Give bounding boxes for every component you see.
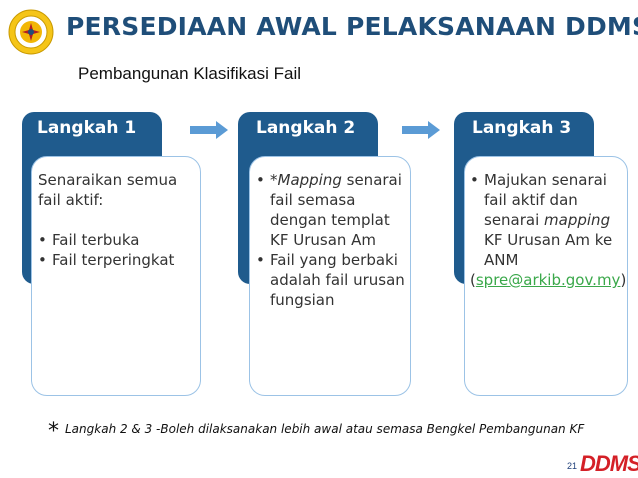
ddms-logo: DDMS [580,451,638,476]
right-arrow-icon [402,121,440,139]
step-3-bullet-emphasis: mapping [544,211,611,229]
step-2-bullet-text: Fail yang berbaki adalah fail urusan fun… [270,251,405,309]
page-title: PERSEDIAAN AWAL PELAKSANAAN DDMS [66,12,638,41]
step-2-label: Langkah 2 [256,118,356,138]
right-arrow-icon [190,121,228,139]
step-2-bullet: *Mapping senarai fail semasa dengan temp… [256,170,410,250]
step-3-content: Majukan senarai fail aktif dan senarai m… [470,170,626,290]
step-3-bullet-text: Majukan senarai fail aktif dan senarai [484,171,607,229]
step-2-bullet: Fail yang berbaki adalah fail urusan fun… [256,250,410,310]
step-3-bullet-text: KF Urusan Am ke ANM [484,231,613,269]
step-1-label: Langkah 1 [37,118,137,138]
step-2-content: *Mapping senarai fail semasa dengan temp… [256,170,410,310]
step-1-card [31,156,201,396]
open-paren: ( [470,271,476,289]
step-1-content: Senaraikan semua fail aktif: Fail terbuk… [38,170,198,270]
step-2-bullet-emphasis: *Mapping [270,171,342,189]
step-3-label: Langkah 3 [472,118,572,138]
step-1-intro: Senaraikan semua fail aktif: [38,171,178,209]
footnote-text: Langkah 2 & 3 -Boleh dilaksanakan lebih … [65,422,585,436]
page-number: 21 [567,461,578,471]
page-subtitle: Pembangunan Klasifikasi Fail [78,64,302,83]
step-3-email-line: (spre@arkib.gov.my) [470,270,626,290]
arkib-negara-seal-logo [8,9,54,55]
step-1-bullet: Fail terbuka [38,230,198,250]
step-2-bullet-text: senarai fail semasa dengan templat KF Ur… [270,171,402,249]
footnote: * Langkah 2 & 3 -Boleh dilaksanakan lebih… [48,414,585,444]
step-1-bullet: Fail terperingkat [38,250,198,270]
close-paren: ) [620,271,627,289]
footnote-asterisk: * [48,419,59,444]
email-link[interactable]: spre@arkib.gov.my [475,271,621,289]
step-3-bullet: Majukan senarai fail aktif dan senarai m… [470,170,626,270]
